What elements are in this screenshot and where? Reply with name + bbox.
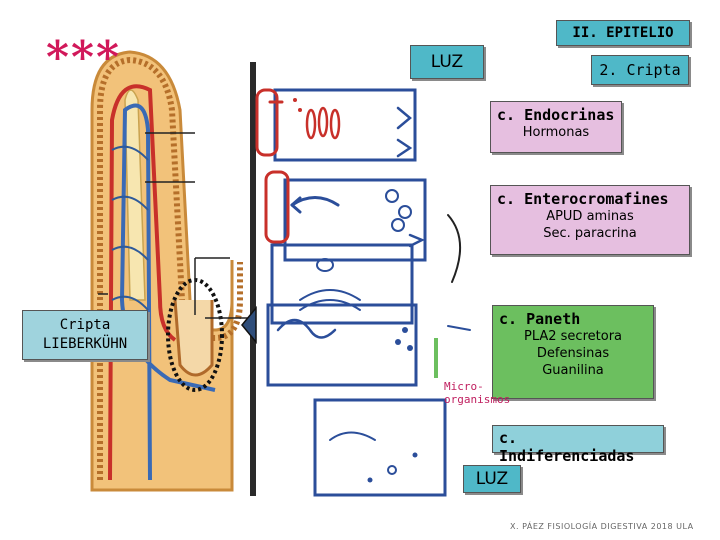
- paneth-line-3: Guanilina: [542, 363, 604, 378]
- microorganisms-line2: organismos: [444, 393, 511, 406]
- endocrine-cell: [273, 88, 417, 162]
- enterochromaffin-cell: [283, 178, 427, 262]
- pointer-triangle: [241, 305, 257, 345]
- capillary-network: [111, 145, 149, 361]
- microorganisms-line1: Micro-: [444, 380, 484, 393]
- divider-bar: [250, 62, 256, 496]
- cell-drawings: [255, 88, 471, 497]
- section-title: II. EPITELIO: [556, 20, 690, 46]
- crypt-label-line2: LIEBERKÜHN: [42, 336, 128, 352]
- enterochromaffin-line-1: APUD aminas: [546, 209, 634, 224]
- crypt-label-line1: Cripta: [59, 317, 111, 333]
- lumen-label-top: LUZ: [410, 45, 484, 79]
- enterochromaffin-title: c. Enterocromafines: [497, 190, 669, 208]
- vessel-tube-1: [255, 88, 279, 157]
- endocrine-cells-box: c. Endocrinas Hormonas: [490, 101, 622, 153]
- enterochromaffin-line-2: Sec. paracrina: [543, 226, 637, 241]
- undifferentiated-cell: [313, 398, 447, 497]
- paneth-cells-box: c. Paneth PLA2 secretora Defensinas Guan…: [492, 305, 654, 399]
- paneth-line-2: Defensinas: [536, 346, 610, 361]
- subsection-title: 2. Cripta: [591, 55, 689, 85]
- undifferentiated-cells-box: c. Indiferenciadas: [492, 425, 664, 465]
- microorganisms-label: Micro- organismos: [444, 380, 510, 406]
- blood-vessel-red: [108, 84, 177, 481]
- endocrine-title: c. Endocrinas: [497, 106, 615, 124]
- paneth-line-1: PLA2 secretora: [523, 329, 622, 344]
- villus-epithelium: [97, 56, 243, 480]
- lumen-label-bottom: LUZ: [463, 465, 521, 493]
- paneth-cell-2: [266, 303, 418, 387]
- crypt: [173, 299, 214, 377]
- asterisk-marker: ***: [46, 32, 122, 83]
- crypt-lieberkuhn-label: Cripta LIEBERKÜHN: [22, 310, 148, 360]
- footer-credit: X. PÁEZ FISIOLOGÍA DIGESTIVA 2018 ULA: [510, 522, 694, 531]
- paneth-cell-drawing: [270, 243, 414, 325]
- vessel-tube-2: [264, 170, 290, 244]
- undifferentiated-title: c. Indiferenciadas: [499, 429, 635, 465]
- enterochromaffin-cells-box: c. Enterocromafines APUD aminas Sec. par…: [490, 185, 690, 255]
- endocrine-line-1: Hormonas: [522, 125, 590, 140]
- blood-vessel-blue: [119, 103, 216, 481]
- paneth-title: c. Paneth: [499, 310, 581, 328]
